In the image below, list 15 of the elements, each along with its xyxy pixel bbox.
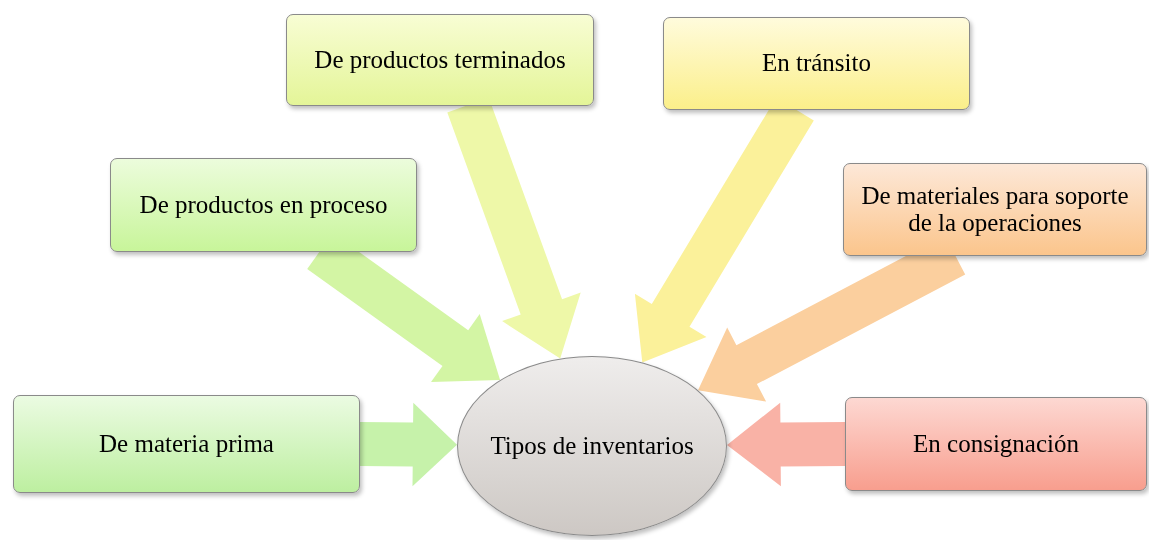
box-label: De materia prima	[99, 430, 274, 458]
block-arrow	[358, 402, 457, 487]
box-label: En tránsito	[762, 50, 871, 77]
block-arrow	[727, 402, 847, 487]
category-box	[845, 397, 1147, 491]
box-label: Tipos de inventarios	[490, 432, 694, 460]
category-box	[110, 158, 417, 252]
box-label: De materiales para soporte de la operaciones	[860, 183, 1130, 236]
category-box	[13, 395, 360, 493]
box-label: De productos terminados	[314, 46, 566, 74]
box-label: De productos en proceso	[139, 191, 388, 219]
category-box	[286, 14, 594, 106]
box-label: En consignación	[913, 430, 1079, 458]
category-box	[843, 163, 1147, 256]
category-box	[663, 17, 970, 110]
